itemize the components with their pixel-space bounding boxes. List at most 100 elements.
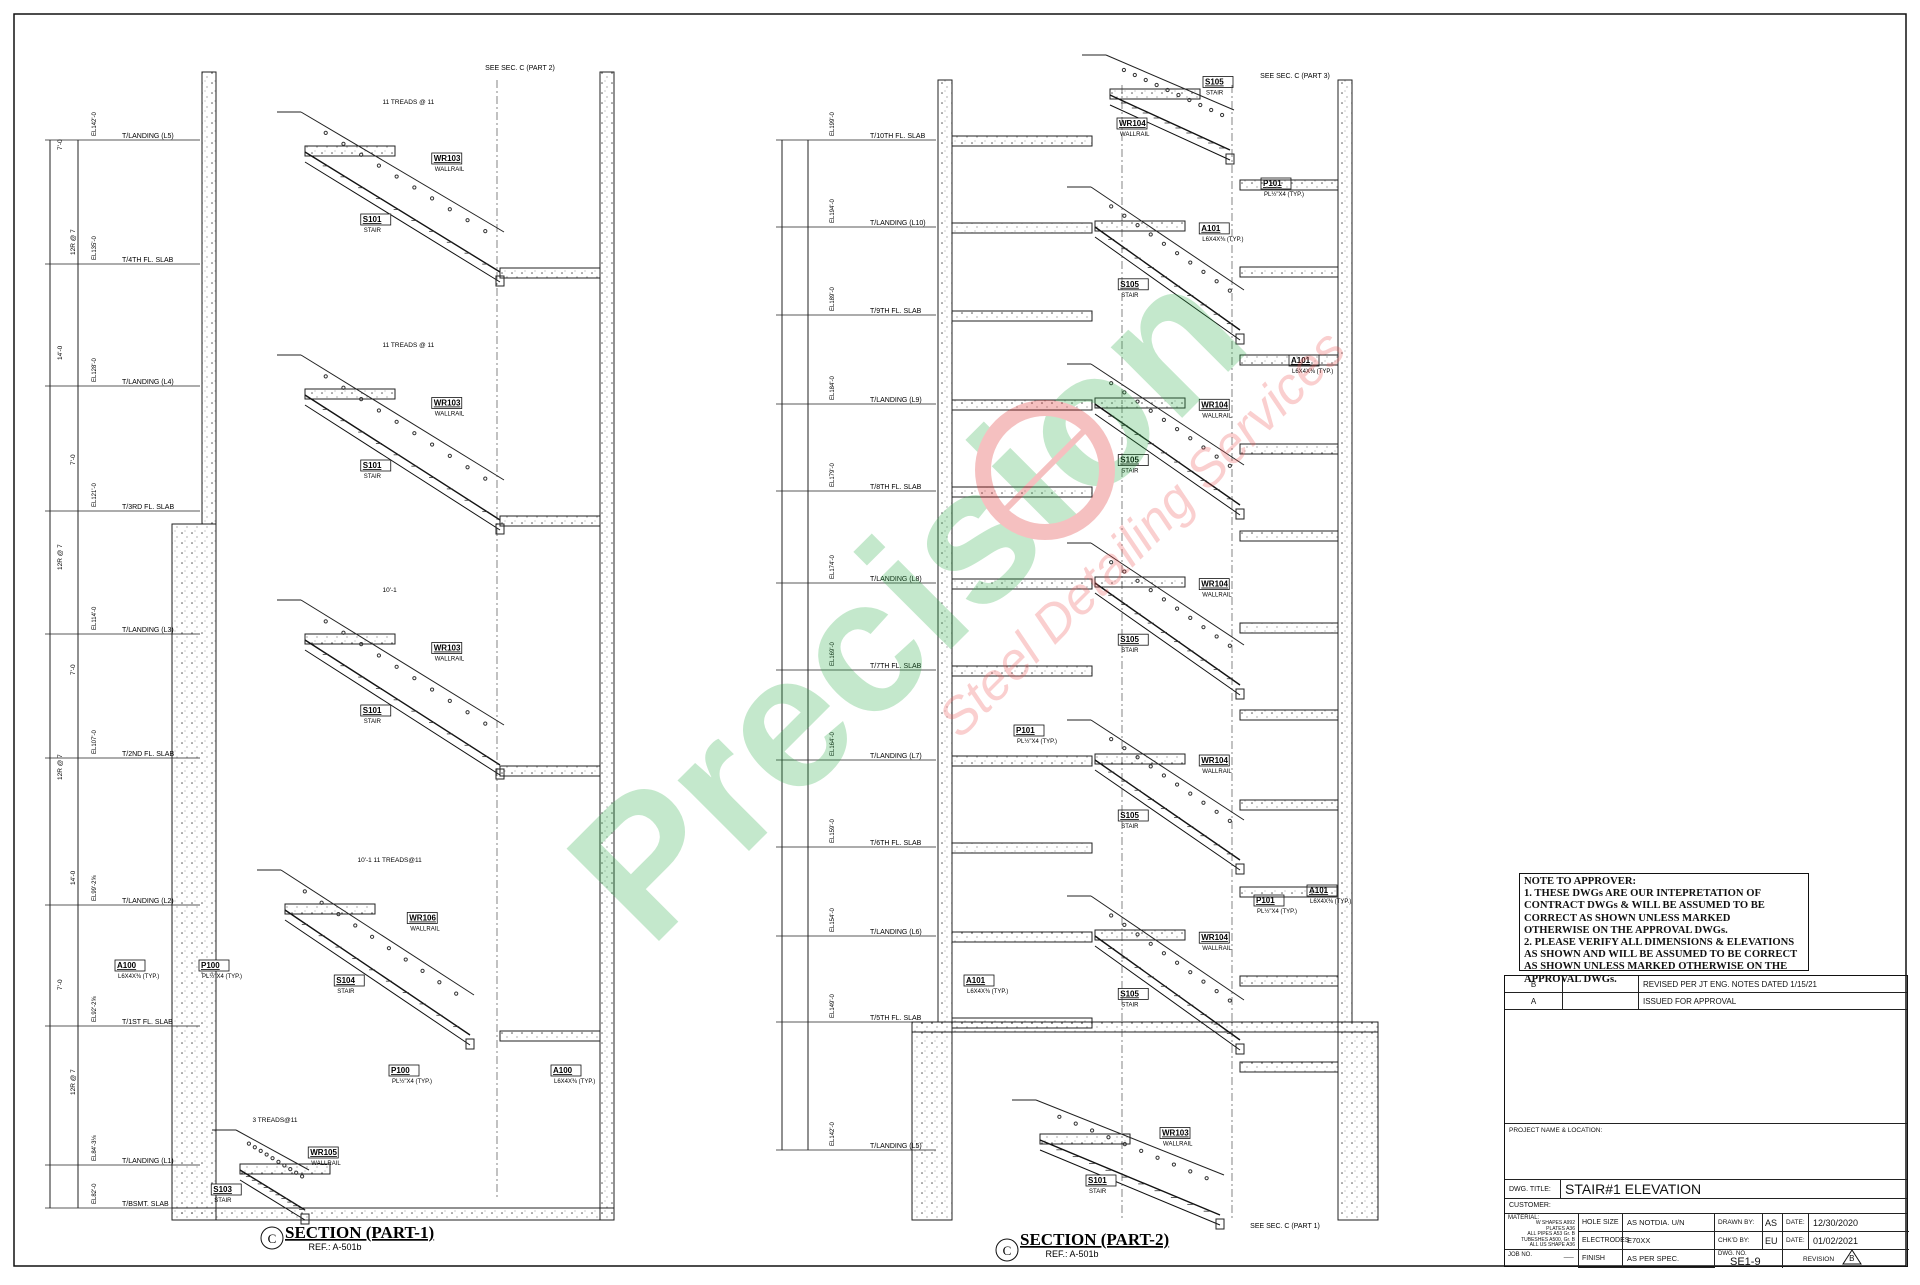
svg-text:SECTION (PART-1): SECTION (PART-1) xyxy=(285,1223,434,1242)
callout-desc: WALLRAIL xyxy=(1202,769,1232,775)
right-top-note: SEE SEC. C (PART 3) xyxy=(1260,73,1330,80)
callout-mark: WR103 xyxy=(434,154,461,163)
callout-mark-box xyxy=(1117,454,1149,467)
title-block: B REVISED PER JT ENG. NOTES DATED 1/15/2… xyxy=(1504,975,1909,1268)
stair-stringer xyxy=(1094,759,1241,861)
customer-row: CUSTOMER: xyxy=(1505,1199,1907,1214)
dwg-no-label: DWG. NO. xyxy=(1718,1251,1747,1257)
note-line: AS SHOWN UNLESS MARKED OTHERWISE ON THE xyxy=(1524,961,1788,973)
level-elevation: EL142'-0 xyxy=(830,1122,836,1146)
callout-desc: STAIR xyxy=(364,228,382,234)
landing-slab xyxy=(1094,576,1186,588)
spec-grid: MATERIAL: W SHAPES A992 PLATES A36 ALL P… xyxy=(1505,1214,1909,1268)
customer-label: CUSTOMER: xyxy=(1509,1202,1551,1209)
svg-text:REF.: A-501b: REF.: A-501b xyxy=(308,1242,361,1252)
callout-mark-box xyxy=(198,959,230,972)
material-list: W SHAPES A992 PLATES A36 ALL PIPES A53 G… xyxy=(1508,1220,1575,1249)
stair-stringer xyxy=(1094,582,1241,686)
dwg-title-label: DWG. TITLE: xyxy=(1505,1180,1561,1198)
callout-mark-box xyxy=(1198,578,1230,590)
base-plate xyxy=(1235,1043,1245,1055)
project-label: PROJECT NAME & LOCATION: xyxy=(1509,1127,1603,1134)
rail-bracket xyxy=(1109,381,1114,386)
level-elevation: EL179'-0 xyxy=(830,463,836,487)
sheet-border xyxy=(13,13,1907,1267)
rail-bracket xyxy=(1204,1176,1209,1181)
floor-slab xyxy=(1239,443,1339,455)
material-item: W SHAPES A992 xyxy=(1535,1220,1575,1226)
callout-desc: STAIR xyxy=(1121,469,1139,475)
callout-mark-box xyxy=(1117,809,1149,822)
callout-mark-box xyxy=(550,1064,582,1077)
callout-mark: S101 xyxy=(363,706,382,715)
level-label: T/LANDING (L5) xyxy=(870,1143,922,1150)
tread-dimension: 10'-1 11 TREADS@11 xyxy=(358,857,423,864)
left-section-title: C SECTION (PART-1) REF.: A-501b xyxy=(260,1223,434,1252)
rail-bracket xyxy=(1122,569,1127,574)
handrail xyxy=(1090,363,1245,466)
drawn-by: AS xyxy=(1763,1214,1783,1231)
handrail xyxy=(280,869,475,996)
rail-bracket xyxy=(403,957,408,962)
stair-stringer xyxy=(1094,935,1241,1041)
dimension-text: 12R @ 7 xyxy=(57,754,64,780)
rail-bracket xyxy=(1174,426,1180,432)
rail-bracket xyxy=(1161,773,1167,778)
level-elevation: EL169'-0 xyxy=(830,642,836,666)
dimension-text: 7'-0 xyxy=(57,979,64,990)
rail-bracket xyxy=(1227,288,1232,293)
callout-desc: STAIR xyxy=(1206,91,1224,97)
stair-stringer xyxy=(1094,769,1241,871)
callout-mark: A100 xyxy=(553,1066,573,1075)
landing-slab xyxy=(1094,397,1186,409)
dimension-text: 14'-0 xyxy=(57,345,64,360)
landing-slab xyxy=(1039,1133,1131,1145)
revision-label: REVISION xyxy=(1803,1255,1835,1263)
stair-stringer xyxy=(1109,94,1231,151)
callout-desc: STAIR xyxy=(337,989,355,995)
right-section-walls xyxy=(911,79,1379,1221)
rail-bracket xyxy=(1214,634,1219,639)
rail-bracket xyxy=(394,174,399,179)
date-checked: 01/02/2021 xyxy=(1813,1235,1859,1246)
callout-mark: WR104 xyxy=(1201,400,1228,409)
stair-stringer xyxy=(284,919,471,1046)
callout-mark-box xyxy=(431,642,463,654)
level-label: T/BSMT. SLAB xyxy=(122,1201,169,1208)
left-top-note: SEE SEC. C (PART 2) xyxy=(485,65,555,72)
stair-stringer xyxy=(239,1169,306,1211)
level-elevation: EL92'-2⅝ xyxy=(92,996,98,1022)
callout-desc: WALLRAIL xyxy=(410,927,440,933)
dwg-no-cell: DWG. NO. SE1-9 xyxy=(1715,1250,1783,1268)
checked-by-label: CHK'D BY: xyxy=(1715,1232,1763,1249)
rail-bracket xyxy=(420,968,425,974)
rail-bracket xyxy=(359,641,364,647)
level-elevation: EL159'-0 xyxy=(830,819,836,843)
landing-slab xyxy=(951,399,1093,411)
callout-desc: STAIR xyxy=(1089,1189,1107,1195)
handrail xyxy=(235,1129,310,1171)
hole-size-label: HOLE SIZE xyxy=(1579,1214,1623,1231)
floor-slab xyxy=(1239,622,1339,634)
level-elevation: EL82'-0 xyxy=(92,1183,98,1204)
svg-text:Precision: Precision xyxy=(529,224,1284,979)
stair-stringer xyxy=(1094,413,1241,516)
base-plate xyxy=(300,1213,310,1225)
callout-mark-box xyxy=(1116,117,1148,130)
landing-slab xyxy=(304,388,396,400)
callout-mark-box xyxy=(406,912,438,924)
note-line: NOTE TO APPROVER: xyxy=(1524,876,1637,887)
dimension-text: 14'-0 xyxy=(70,870,77,885)
floor-slab xyxy=(1239,354,1339,366)
callout-desc: PL½"X4 (TYP.) xyxy=(1017,738,1057,745)
callout-mark-box xyxy=(1198,931,1230,944)
rail-bracket xyxy=(429,687,435,692)
rail-bracket xyxy=(376,653,382,658)
rail-bracket xyxy=(1219,112,1225,118)
rail-bracket xyxy=(1174,606,1180,611)
revision-blank xyxy=(1563,976,1639,992)
dwg-title-row: DWG. TITLE: STAIR#1 ELEVATION xyxy=(1505,1180,1907,1199)
note-line: AS SHOWN AND WILL BE ASSUMED TO BE CORRE… xyxy=(1524,949,1798,961)
revision-value: B xyxy=(1849,1254,1855,1263)
